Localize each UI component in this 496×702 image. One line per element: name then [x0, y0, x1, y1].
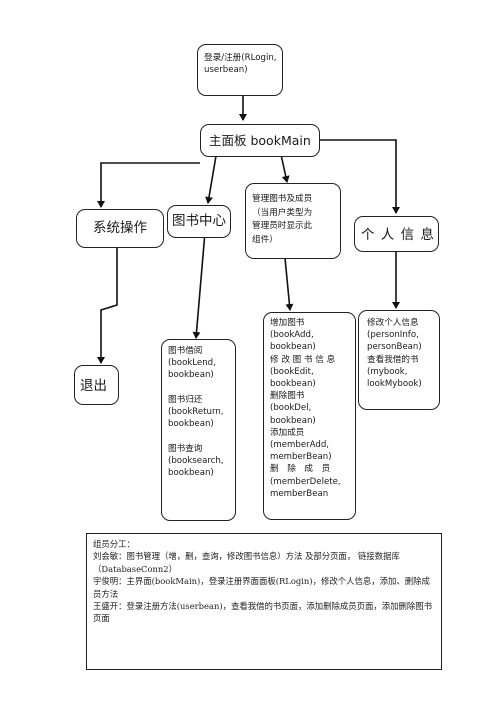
main-box — [200, 124, 320, 157]
exit-box — [74, 365, 119, 405]
library-box — [167, 205, 231, 238]
personal-label: 个 人 信 息 — [361, 227, 435, 243]
login-label: 登录/注册(RLogin, userbean) — [204, 53, 277, 76]
manage-label: 管理图书及成员 （当用户类型为 管理员时显示此 组件） — [252, 194, 313, 245]
system-label: 系统操作 — [93, 220, 147, 236]
login-box — [197, 44, 283, 96]
arrow-system-to-exit — [97, 248, 118, 364]
personal-detail-box — [358, 310, 440, 410]
main-label: 主面板 bookMain — [209, 133, 311, 148]
arrow-main-to-library — [205, 149, 218, 204]
exit-label: 退出 — [80, 378, 107, 394]
system-box — [76, 209, 164, 248]
library-detail-box — [161, 339, 236, 521]
team-division-notes: 组员分工： 刘会敏：图书管理（增，删，查询，修改图书信息）方法 及部分页面， 链… — [86, 533, 442, 670]
library-detail-text: 图书借阅 (bookLend, bookbean) 图书归还 (bookRetu… — [168, 346, 224, 479]
arrow-main-to-system — [97, 162, 200, 208]
manage-box — [245, 183, 341, 259]
personal-detail-text: 修改个人信息 (personInfo, personBean) 查看我借的书 (… — [367, 318, 422, 390]
arrow-manage-to-detail — [284, 257, 294, 311]
notes-line-1: 刘会敏：图书管理（增，删，查询，修改图书信息）方法 及部分页面， 链接数据库（D… — [93, 551, 400, 574]
library-label: 图书中心 — [172, 213, 226, 229]
manage-detail-box — [263, 312, 356, 520]
arrow-main-to-personal — [320, 139, 400, 214]
notes-line-2: 宇俊明：主界面(bookMain)，登录注册界面面板(RLogin)，修改个人信… — [93, 576, 430, 599]
personal-box — [354, 216, 439, 252]
arrow-library-to-detail — [192, 231, 206, 339]
notes-line-3: 王盛开：登录注册方法(userbean)，查看我借的书页面，添加删除成员页面，添… — [93, 601, 433, 624]
manage-detail-text: 增加图书 (bookAdd, bookbean) 修 改 图 书 信 息 (bo… — [270, 318, 341, 499]
notes-title: 组员分工： — [93, 539, 135, 549]
